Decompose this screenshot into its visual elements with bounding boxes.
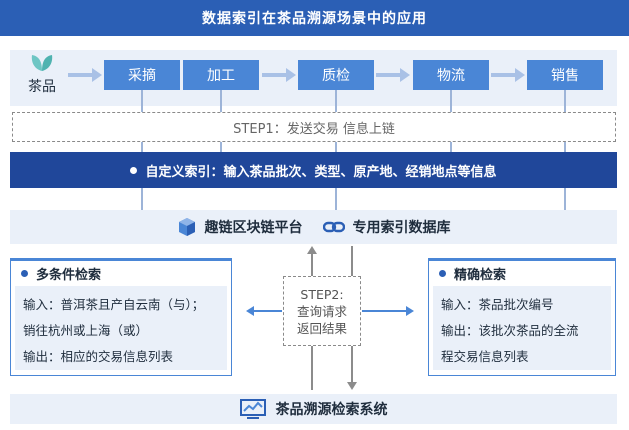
multi-condition-input-cont: 销往杭州或上海（或） xyxy=(23,323,149,338)
arrow-right-line xyxy=(362,310,406,312)
leaf-icon xyxy=(31,55,53,71)
bullet-dot xyxy=(439,270,446,277)
step2-label: STEP2: xyxy=(300,286,344,302)
exact-search-output-cont: 程交易信息列表 xyxy=(441,349,529,364)
multi-condition-output: 输出：相应的交易信息列表 xyxy=(23,349,174,364)
arrow-down-head xyxy=(347,382,357,390)
monitor-chart-icon xyxy=(239,399,266,419)
blockchain-label: 趣链区块链平台 xyxy=(204,220,303,236)
multi-condition-title: 多条件检索 xyxy=(36,268,102,283)
multi-condition-header: 多条件检索 xyxy=(11,258,231,286)
bullet-dot xyxy=(130,166,138,174)
arrow-up-head xyxy=(307,246,317,254)
custom-index-bar: 自定义索引：输入茶品批次、类型、原产地、经销地点等信息 xyxy=(10,152,617,188)
arrow-right xyxy=(262,68,296,82)
page-title: 数据索引在茶品溯源场景中的应用 xyxy=(0,0,629,36)
tea-label: 茶品 xyxy=(28,79,56,95)
step-inspection: 质检 xyxy=(298,60,374,90)
exact-search-body: 输入：茶品批次编号 输出：该批次茶品的全流 程交易信息列表 xyxy=(433,286,611,370)
step2-note: STEP2: 查询请求 返回结果 xyxy=(283,276,361,346)
arrow-right xyxy=(68,68,102,82)
blockchain-platform: 趣链区块链平台 xyxy=(177,217,303,237)
custom-index-text: 自定义索引：输入茶品批次、类型、原产地、经销地点等信息 xyxy=(145,164,497,180)
arrow-left-line xyxy=(254,310,282,312)
multi-condition-input: 输入：普洱茶且产自云南（与）； xyxy=(23,297,205,312)
multi-condition-card: 多条件检索 输入：普洱茶且产自云南（与）； 销往杭州或上海（或） 输出：相应的交… xyxy=(10,258,232,376)
index-database: 专用索引数据库 xyxy=(322,217,451,237)
exact-search-header: 精确检索 xyxy=(429,258,615,286)
system-label: 茶品溯源检索系统 xyxy=(275,402,388,418)
step1-note: STEP1：发送交易 信息上链 xyxy=(12,112,616,142)
system-band: 茶品溯源检索系统 xyxy=(10,394,617,424)
step-picking: 采摘 xyxy=(104,60,180,90)
connector xyxy=(335,188,337,210)
arrow-right xyxy=(376,68,410,82)
exact-search-card: 精确检索 输入：茶品批次编号 输出：该批次茶品的全流 程交易信息列表 xyxy=(428,258,616,376)
arrow-right xyxy=(491,68,525,82)
arrow-left-head xyxy=(246,306,254,316)
database-label: 专用索引数据库 xyxy=(352,220,451,236)
exact-search-input: 输入：茶品批次编号 xyxy=(441,297,554,312)
platform-band: 趣链区块链平台 专用索引数据库 xyxy=(10,210,617,244)
exact-search-output: 输出：该批次茶品的全流 xyxy=(441,323,579,338)
step-logistics: 物流 xyxy=(413,60,489,90)
step-sales: 销售 xyxy=(527,60,603,90)
bullet-dot xyxy=(21,270,28,277)
connector xyxy=(564,188,566,210)
exact-search-title: 精确检索 xyxy=(454,268,507,283)
step2-query: 查询请求 xyxy=(296,303,347,319)
link-icon xyxy=(322,221,345,233)
connector xyxy=(141,188,143,210)
step-processing: 加工 xyxy=(183,60,259,90)
cube-icon xyxy=(178,218,195,236)
arrow-right-head xyxy=(406,306,414,316)
step2-result: 返回结果 xyxy=(296,320,347,336)
tea-logo: 茶品 xyxy=(22,54,62,102)
multi-condition-body: 输入：普洱茶且产自云南（与）； 销往杭州或上海（或） 输出：相应的交易信息列表 xyxy=(15,286,227,370)
